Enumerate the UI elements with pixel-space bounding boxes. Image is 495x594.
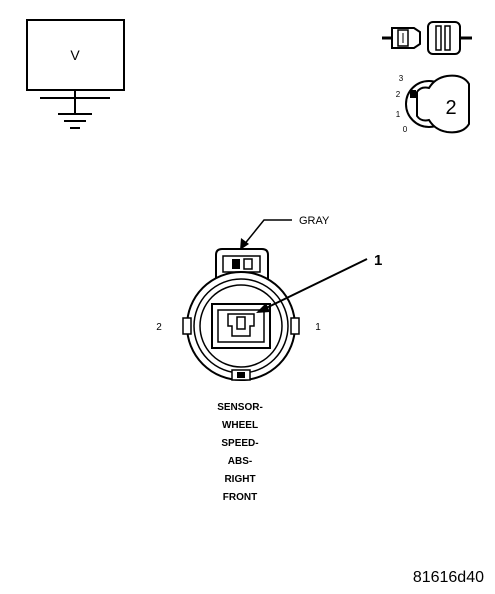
connector-name-line: SENSOR- — [217, 402, 263, 413]
figure-id: 81616d40 — [413, 569, 484, 586]
connector-name-line: WHEEL — [222, 420, 258, 431]
key-position-1: 1 — [396, 110, 401, 119]
ignition-key-icon — [405, 74, 470, 134]
callout-number: 1 — [374, 252, 382, 269]
connector-name-line: ABS- — [228, 456, 252, 467]
meter-label: V — [70, 47, 80, 63]
wire-color-label: GRAY — [299, 215, 330, 227]
connector-name: SENSOR- WHEEL SPEED- ABS- RIGHT FRONT — [217, 402, 263, 503]
callout-arrowhead — [256, 303, 270, 313]
wire-color-leader — [242, 219, 292, 247]
terminal-label-right: 1 — [315, 322, 321, 333]
terminal-label-left: 2 — [156, 322, 162, 333]
connector-name-line: FRONT — [223, 492, 257, 503]
key-selected-position: 2 — [445, 97, 456, 119]
callout-leader — [261, 258, 368, 311]
wire-color-arrowhead — [240, 238, 249, 250]
connector-name-line: SPEED- — [221, 438, 258, 449]
connector-name-line: RIGHT — [224, 474, 255, 485]
connector-plug-icon — [382, 21, 472, 55]
connector-face-icon — [182, 248, 300, 381]
key-position-0: 0 — [403, 125, 408, 134]
key-position-3: 3 — [399, 74, 404, 83]
voltmeter-ground-icon — [26, 19, 125, 129]
key-position-2: 2 — [396, 90, 401, 99]
